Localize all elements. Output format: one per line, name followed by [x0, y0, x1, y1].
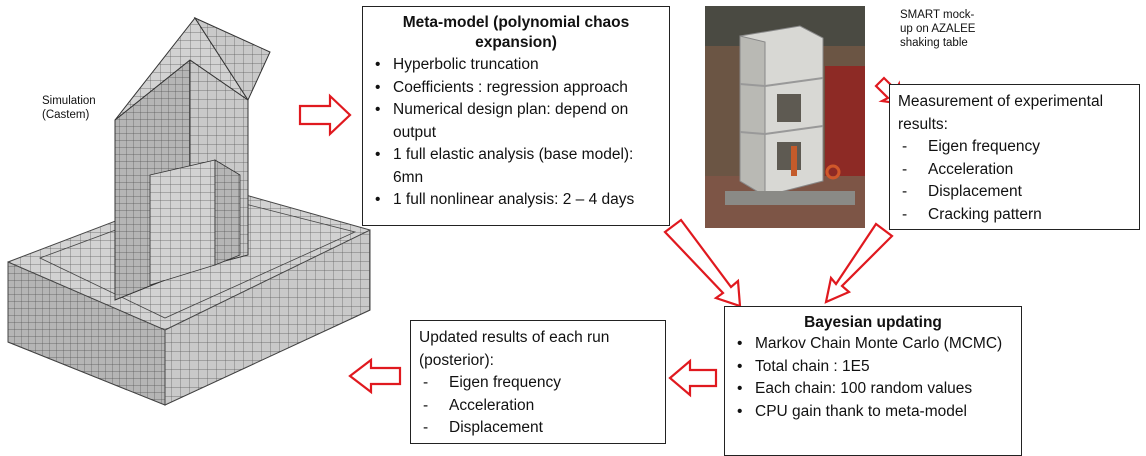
bayesian-box: Bayesian updating Markov Chain Monte Car… — [724, 306, 1022, 456]
arrow-measurement-to-bayesian — [824, 222, 894, 304]
photo-caption: SMART mock- up on AZALEE shaking table — [900, 9, 976, 49]
smart-mockup-photo — [705, 6, 865, 228]
simulation-label: Simulation (Castem) — [42, 95, 96, 121]
list-item: Numerical design plan: depend on output — [375, 99, 661, 144]
meta-model-box: Meta-model (polynomial chaos expansion) … — [362, 6, 670, 226]
list-item: Acceleration — [423, 395, 657, 418]
measurement-box: Measurement of experimental results: Eig… — [889, 84, 1140, 230]
list-item: Eigen frequency — [423, 372, 657, 395]
arrow-to-mesh — [348, 357, 402, 395]
list-item: Displacement — [423, 417, 657, 440]
measurement-heading: Measurement of experimental results: — [898, 93, 1104, 133]
arrow-to-updated-results — [668, 358, 718, 398]
list-item: CPU gain thank to meta-model — [737, 401, 1013, 424]
list-item: 1 full elastic analysis (base model): 6m… — [375, 144, 661, 189]
list-item: Markov Chain Monte Carlo (MCMC) — [737, 333, 1013, 356]
list-item: Each chain: 100 random values — [737, 378, 1013, 401]
updated-results-box: Updated results of each run (posterior):… — [410, 320, 666, 444]
bayesian-title: Bayesian updating — [804, 314, 942, 331]
list-item: Cracking pattern — [902, 204, 1131, 227]
arrow-meta-to-bayesian — [663, 218, 742, 308]
list-item: Eigen frequency — [902, 136, 1131, 159]
arrow-to-meta-model — [298, 93, 352, 137]
list-item: Acceleration — [902, 159, 1131, 182]
list-item: 1 full nonlinear analysis: 2 – 4 days — [375, 189, 661, 212]
list-item: Total chain : 1E5 — [737, 356, 1013, 379]
meta-model-title: Meta-model (polynomial chaos expansion) — [402, 14, 630, 51]
list-item: Hyperbolic truncation — [375, 54, 661, 77]
list-item: Coefficients : regression approach — [375, 77, 661, 100]
updated-results-heading: Updated results of each run (posterior): — [419, 329, 610, 369]
list-item: Displacement — [902, 181, 1131, 204]
